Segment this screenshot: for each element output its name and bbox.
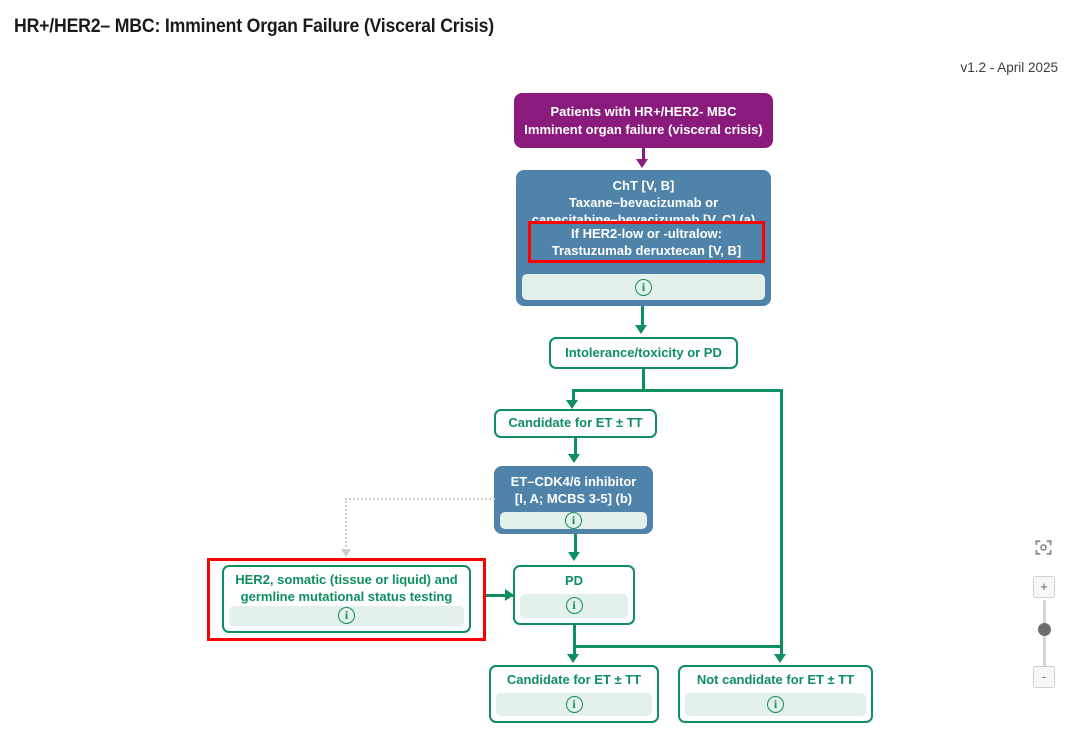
connector-intolerance-split: [572, 389, 782, 392]
node-et-cdk46-line1: ET–CDK4/6 inhibitor: [510, 474, 637, 489]
node-et-cdk46-info-button[interactable]: i: [500, 511, 647, 529]
arrowhead-cht-to-intolerance: [635, 325, 647, 334]
zoom-in-button[interactable]: +: [1033, 576, 1055, 598]
arrowhead-to-candidate-et-2: [567, 654, 579, 663]
node-candidate-et-1-label: Candidate for ET ± TT: [508, 415, 643, 431]
connector-dotted-vertical: [345, 498, 347, 551]
connector-cht-to-intolerance: [641, 306, 644, 328]
reset-view-icon[interactable]: [1034, 538, 1053, 557]
arrowhead-candidate1-to-etcdk: [568, 454, 580, 463]
node-not-candidate-et[interactable]: Not candidate for ET ± TT i: [678, 665, 873, 723]
node-candidate-et-2-label: Candidate for ET ± TT: [506, 672, 642, 687]
node-intolerance-label: Intolerance/toxicity or PD: [565, 344, 722, 360]
page-title: HR+/HER2– MBC: Imminent Organ Failure (V…: [14, 16, 494, 37]
node-et-cdk46-body: ET–CDK4/6 inhibitor [I, A; MCBS 3-5] (b): [495, 467, 652, 512]
version-label: v1.2 - April 2025: [960, 60, 1058, 75]
node-cht-info-button[interactable]: i: [522, 274, 765, 300]
connector-intolerance-stem: [642, 369, 645, 390]
highlight-her2-low-line2: Trastuzumab deruxtecan [V, B]: [551, 243, 742, 258]
node-candidate-et-2-label-wrap: Candidate for ET ± TT: [491, 667, 657, 693]
node-her2-testing-info-button[interactable]: i: [229, 605, 464, 626]
connector-intolerance-left-down: [572, 389, 575, 403]
node-not-candidate-et-label: Not candidate for ET ± TT: [696, 672, 855, 687]
node-start-line2: Imminent organ failure (visceral crisis): [524, 121, 763, 137]
node-not-candidate-et-label-wrap: Not candidate for ET ± TT: [680, 667, 871, 693]
connector-start-to-cht: [642, 148, 645, 162]
node-candidate-et-1-label-wrap: Candidate for ET ± TT: [496, 411, 655, 436]
connector-bottom-right-down: [780, 645, 783, 657]
node-her2-testing-line1: HER2, somatic (tissue or liquid) and: [235, 572, 458, 587]
connector-candidate1-to-etcdk: [574, 438, 577, 458]
connector-intolerance-right-down: [780, 389, 783, 647]
zoom-out-label: -: [1041, 669, 1047, 684]
node-her2-testing[interactable]: HER2, somatic (tissue or liquid) and ger…: [222, 565, 471, 633]
zoom-in-label: +: [1040, 579, 1048, 594]
arrowhead-intolerance-to-candidate1: [566, 400, 578, 409]
node-her2-testing-body: HER2, somatic (tissue or liquid) and ger…: [224, 567, 469, 606]
node-pd[interactable]: PD i: [513, 565, 635, 625]
node-intolerance-label-wrap: Intolerance/toxicity or PD: [551, 339, 736, 367]
zoom-slider-track[interactable]: [1042, 600, 1046, 676]
node-pd-info-button[interactable]: i: [520, 593, 628, 618]
node-not-candidate-et-info-button[interactable]: i: [685, 692, 866, 716]
info-icon: i: [565, 511, 582, 529]
node-cht-line1: ChT [V, B]: [612, 178, 675, 193]
info-icon: i: [338, 607, 355, 625]
arrowhead-etcdk-to-pd: [568, 552, 580, 561]
connector-dotted-horizontal: [345, 498, 495, 500]
info-icon: i: [767, 695, 784, 713]
arrowhead-start-to-cht: [636, 159, 648, 168]
connector-pd-stem: [573, 625, 576, 647]
node-candidate-et-1[interactable]: Candidate for ET ± TT: [494, 409, 657, 438]
node-intolerance[interactable]: Intolerance/toxicity or PD: [549, 337, 738, 369]
node-her2-testing-line2: germline mutational status testing: [240, 588, 453, 604]
node-candidate-et-2[interactable]: Candidate for ET ± TT i: [489, 665, 659, 723]
connector-bottom-split: [573, 645, 782, 648]
arrowhead-her2-testing-to-pd: [505, 589, 514, 601]
node-pd-label: PD: [564, 573, 584, 588]
connector-bottom-left-down: [573, 645, 576, 657]
highlight-her2-low-trastuzumab[interactable]: If HER2-low or -ultralow: Trastuzumab de…: [528, 221, 765, 263]
zoom-controls[interactable]: + -: [1028, 538, 1064, 690]
connector-etcdk-to-pd: [574, 534, 577, 555]
node-start-line1: Patients with HR+/HER2- MBC: [550, 104, 737, 120]
connector-her2-testing-to-pd: [486, 594, 514, 597]
info-icon: i: [565, 597, 583, 615]
node-candidate-et-2-info-button[interactable]: i: [496, 692, 652, 716]
highlight-her2-low-line1: If HER2-low or -ultralow:: [571, 225, 722, 241]
zoom-out-button[interactable]: -: [1033, 666, 1055, 688]
node-et-cdk46[interactable]: ET–CDK4/6 inhibitor [I, A; MCBS 3-5] (b)…: [494, 466, 653, 534]
arrowhead-to-not-candidate-et: [774, 654, 786, 663]
info-icon: i: [565, 695, 583, 713]
zoom-slider-handle[interactable]: [1037, 623, 1051, 636]
arrowhead-dotted-to-her2-testing: [341, 549, 351, 557]
node-start[interactable]: Patients with HR+/HER2- MBC Imminent org…: [514, 93, 773, 148]
node-et-cdk46-line2: [I, A; MCBS 3-5] (b): [514, 490, 633, 506]
info-icon: i: [635, 278, 652, 296]
node-cht-line2: Taxane–bevacizumab or: [568, 194, 719, 210]
node-pd-label-wrap: PD: [515, 567, 633, 594]
